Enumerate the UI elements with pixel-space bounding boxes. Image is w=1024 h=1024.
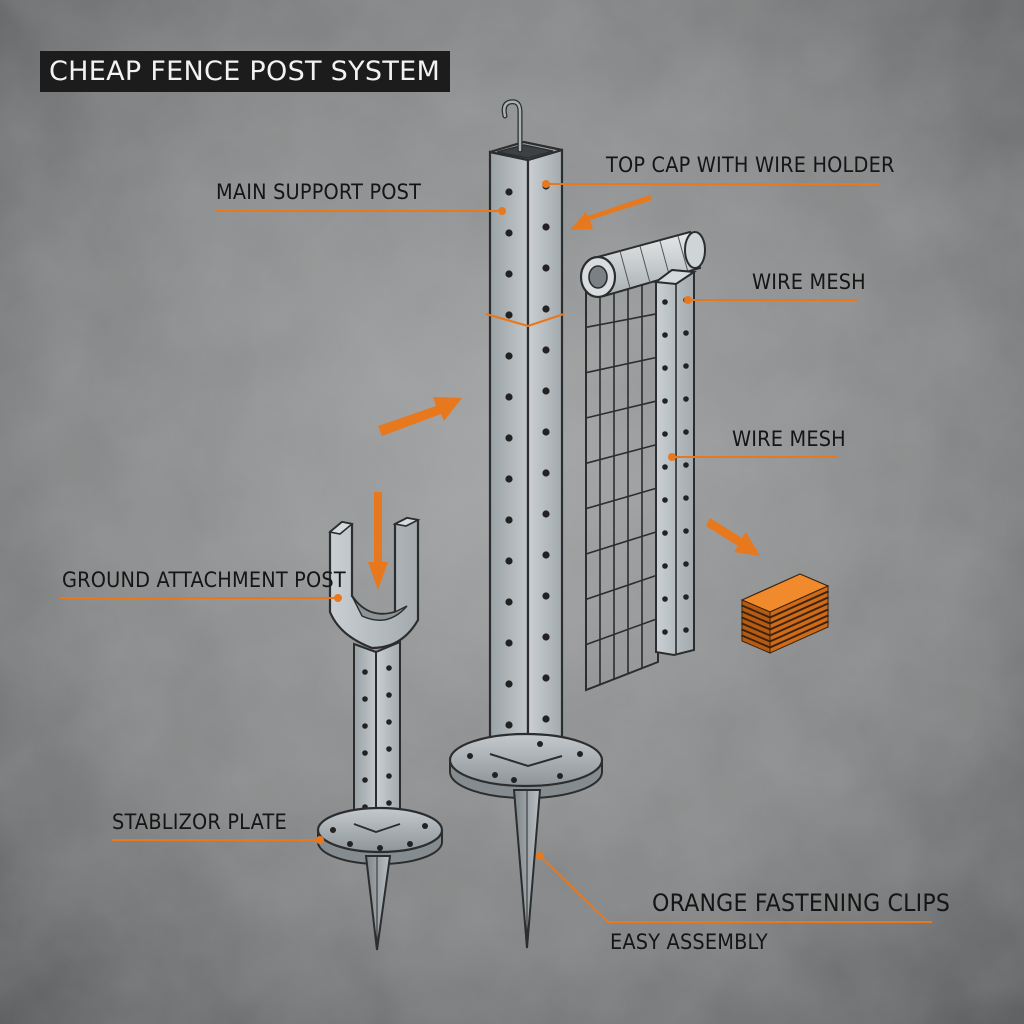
label-wire-mesh-2: WIRE MESH [732, 427, 846, 451]
wire-mesh-panel [585, 268, 659, 692]
label-stabilizer-plate: STABLIZOR PLATE [112, 810, 287, 834]
label-easy-assembly: EASY ASSEMBLY [610, 930, 768, 954]
leader-lines [60, 183, 932, 923]
wire-roll [579, 230, 706, 299]
orange-clip-stack [740, 573, 830, 654]
main-base-plate [448, 732, 604, 949]
arrow-icon [368, 195, 760, 590]
leader-dots [316, 180, 692, 860]
label-main-support-post: MAIN SUPPORT POST [216, 180, 422, 204]
page-title: CHEAP FENCE POST SYSTEM [40, 51, 451, 92]
label-ground-attachment-post: GROUND ATTACHMENT POST [62, 568, 346, 592]
secondary-post [653, 268, 697, 657]
label-orange-fastening-clips: ORANGE FASTENING CLIPS [652, 889, 951, 917]
label-top-cap: TOP CAP WITH WIRE HOLDER [606, 153, 895, 177]
main-support-post [485, 99, 565, 774]
label-wire-mesh-1: WIRE MESH [752, 270, 866, 294]
ground-attachment-post [316, 516, 444, 951]
